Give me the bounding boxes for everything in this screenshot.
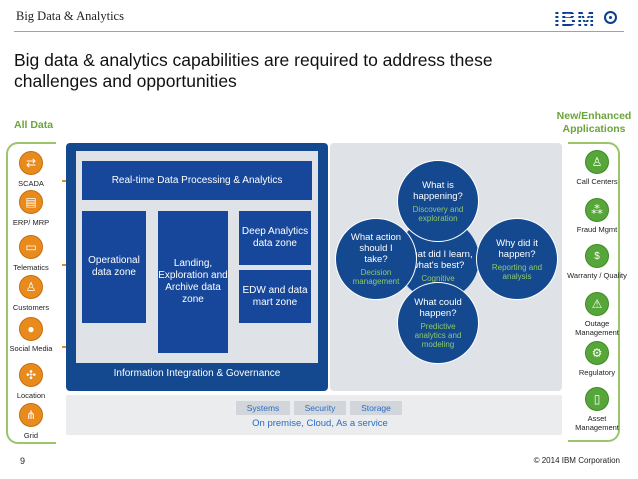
app-label-outage: Outage Management [575, 319, 619, 337]
circle-title: What could happen? [414, 297, 462, 319]
warning-icon: ⚠ [585, 292, 609, 316]
circle-decision: What action should I take? Decision mana… [335, 218, 417, 300]
circle-title: Why did it happen? [496, 237, 538, 260]
gear-icon: ⚙ [585, 341, 609, 365]
new-apps-label: New/Enhanced Applications [556, 110, 632, 135]
governance-label: Information Integration & Governance [113, 368, 281, 379]
app-label-regulatory: Regulatory [578, 368, 616, 377]
person-icon: ♙ [585, 150, 609, 174]
page-title: Big data & analytics capabilities are re… [14, 50, 493, 91]
pill-security: Security [294, 401, 346, 415]
pill-systems: Systems [236, 401, 290, 415]
ibm-logo: IBM [554, 8, 596, 31]
tower-icon: ⋔ [19, 403, 43, 427]
scada-icon: ⇄ [19, 151, 43, 175]
right-bracket [568, 142, 620, 442]
all-data-label: All Data [14, 119, 54, 131]
network-icon: ⁂ [585, 198, 609, 222]
circle-discovery: What is happening? Discovery and explora… [397, 160, 479, 242]
smarter-planet-icon [604, 11, 617, 24]
source-label-customers: Customers [12, 303, 50, 312]
circle-title: What is happening? [413, 179, 463, 202]
app-label-fraud: Fraud Mgmt [576, 225, 618, 234]
compass-icon: ✣ [19, 363, 43, 387]
app-label-asset: Asset Management [575, 414, 619, 432]
landing-zone-box: Landing, Exploration and Archive data zo… [158, 211, 228, 353]
copyright: © 2014 IBM Corporation [533, 456, 620, 465]
currency-icon: $ [585, 244, 609, 268]
circle-subtitle: Reporting and analysis [491, 262, 543, 281]
person-icon: ♙ [19, 275, 43, 299]
circle-subtitle: Predictive analytics and modeling [414, 322, 462, 349]
deployment-label: On premise, Cloud, As a service [252, 418, 388, 429]
erp-icon: ▤ [19, 190, 43, 214]
realtime-processing-box: Real-time Data Processing & Analytics [82, 161, 312, 200]
chat-icon: ● [19, 317, 43, 341]
meter-icon: ▯ [585, 387, 609, 411]
circle-reporting: Why did it happen? Reporting and analysi… [476, 218, 558, 300]
circle-subtitle: Decision management [352, 268, 400, 286]
circle-title: What action should I take? [350, 232, 402, 265]
app-label-call-centers: Call Centers [576, 177, 618, 186]
circle-predictive: What could happen? Predictive analytics … [397, 282, 479, 364]
circle-title: What did I learn, what's best? [403, 249, 473, 271]
brand-title: Big Data & Analytics [16, 9, 124, 23]
source-label-telematics: Telematics [13, 263, 49, 272]
header-divider [14, 31, 624, 32]
source-label-location: Location [16, 391, 46, 400]
operational-zone-box: Operational data zone [82, 211, 146, 323]
source-label-scada: SCADA [18, 179, 44, 188]
car-icon: ▭ [19, 235, 43, 259]
page-number: 9 [20, 456, 26, 466]
pill-storage: Storage [350, 401, 402, 415]
source-label-social: Social Media [9, 344, 53, 353]
left-bracket [6, 142, 56, 444]
source-label-grid: Grid [23, 431, 39, 440]
circle-subtitle: Discovery and exploration [412, 204, 464, 223]
source-label-erp: ERP/ MRP [12, 218, 50, 227]
app-label-warranty: Warranty / Quality [567, 271, 627, 280]
circle-subtitle: Cognitive [421, 274, 455, 283]
deep-analytics-box: Deep Analytics data zone [239, 211, 311, 265]
edw-zone-box: EDW and data mart zone [239, 270, 311, 323]
